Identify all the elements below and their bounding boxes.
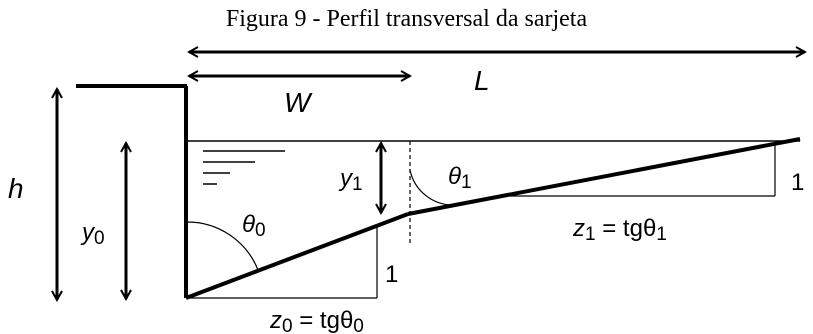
z1-formula: z1 = tgθ1 [572,215,667,245]
theta0-arc [185,221,259,271]
z0-formula: z0 = tgθ0 [269,307,364,334]
h-label: h [8,173,24,204]
theta1-label: θ1 [448,163,472,193]
L-label: L [474,65,490,96]
slope-rise-label-0: 1 [385,261,398,288]
theta0-label: θ0 [242,211,266,241]
y0-label: y0 [80,219,105,249]
figure-caption: Figura 9 - Perfil transversal da sarjeta [225,6,588,32]
gutter-slope-0 [185,212,409,300]
W-label: W [284,87,313,118]
y1-label: y1 [338,165,363,195]
gutter-slope-1 [407,137,801,216]
theta1-arc [409,169,455,206]
slope-rise-label-1: 1 [791,169,804,196]
